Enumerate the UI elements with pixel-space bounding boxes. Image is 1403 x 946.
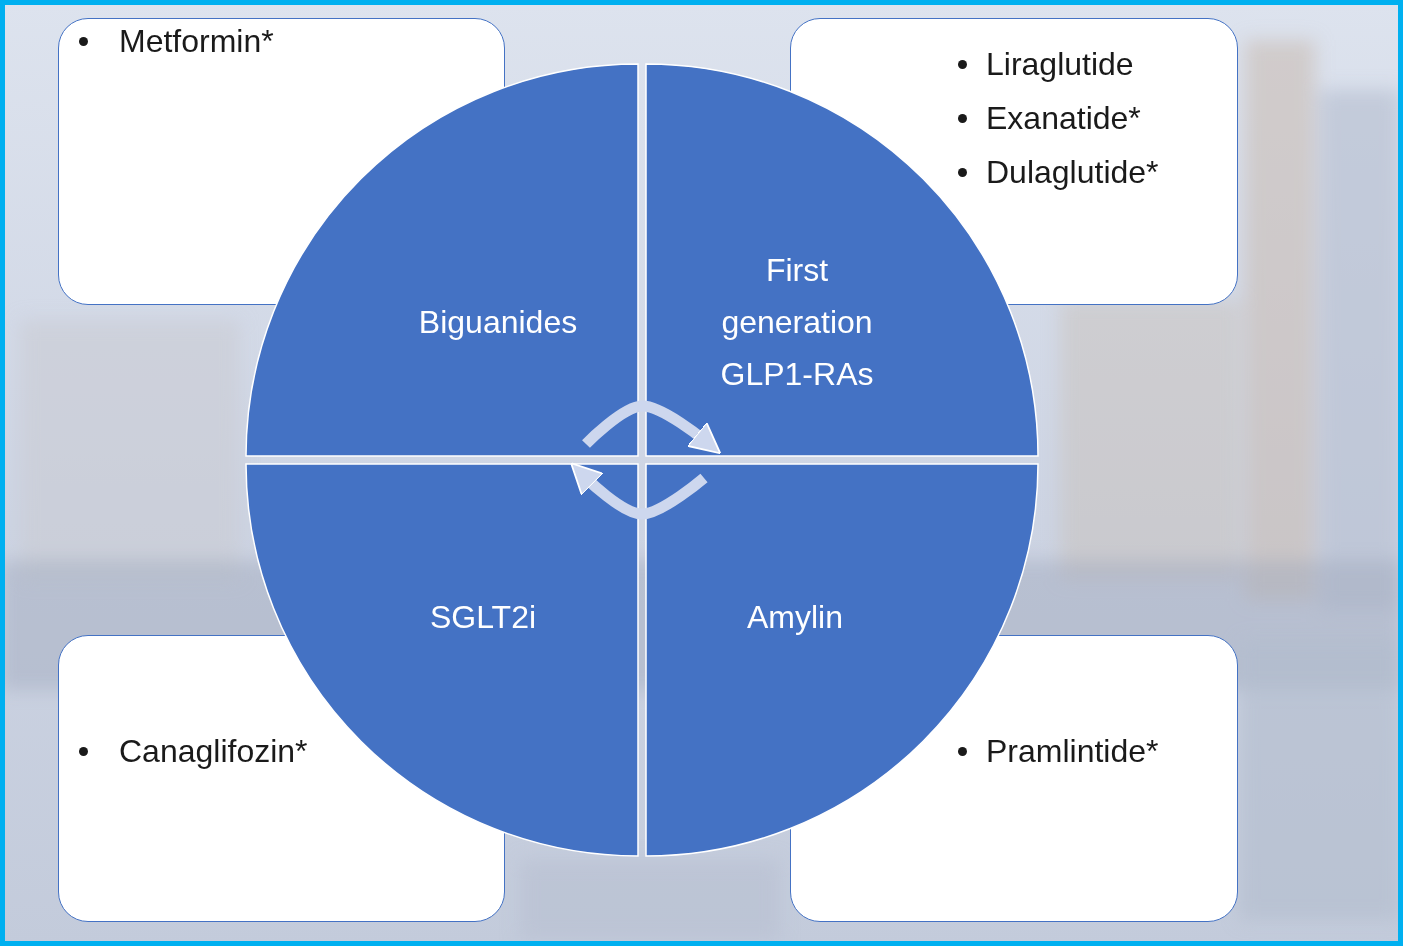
cycle-arrow	[586, 478, 704, 514]
class-name: First generation GLP1-RAs	[702, 244, 892, 400]
quadrant-label: Amylin	[685, 591, 905, 643]
quadrant-shape	[246, 464, 638, 856]
quadrant-fill	[646, 464, 1038, 856]
bullet-list: Metformin*	[119, 21, 274, 75]
bullet-item: Canaglifozin*	[119, 731, 308, 771]
class-quadrant: Biguanides	[246, 64, 638, 456]
bullet-item: Liraglutide	[986, 44, 1159, 84]
bullet-dot	[958, 168, 967, 177]
class-name: SGLT2i	[373, 591, 593, 643]
quadrant-fill	[246, 464, 638, 856]
quadrant-fill	[246, 64, 638, 456]
bullet-dot	[958, 747, 967, 756]
quadrant-label: Biguanides	[368, 296, 628, 348]
drug-name: Metformin*	[119, 23, 274, 59]
blurred-building	[1320, 90, 1400, 610]
quadrant-shape	[646, 64, 1038, 456]
blurred-building	[20, 320, 240, 580]
drug-name: Canaglifozin*	[119, 733, 308, 769]
blurred-ground	[1240, 640, 1400, 920]
drug-name: Dulaglutide*	[986, 154, 1159, 190]
bullet-list: LiraglutideExanatide* Dulaglutide*	[986, 44, 1159, 206]
quadrant-shape	[246, 64, 638, 456]
bullet-list: Canaglifozin*	[119, 731, 308, 785]
bullet-dot	[958, 114, 967, 123]
drug-name: Pramlintide*	[986, 733, 1159, 769]
bullet-item: Exanatide*	[986, 98, 1159, 138]
quadrant-shape	[646, 464, 1038, 856]
blurred-building	[1060, 300, 1240, 580]
quadrant-label: SGLT2i	[373, 591, 593, 643]
bullet-item: Dulaglutide*	[986, 152, 1159, 192]
slide-border	[3, 3, 1401, 944]
bullet-dot	[79, 747, 88, 756]
blurred-ground	[520, 860, 780, 940]
drug-name: Exanatide*	[986, 100, 1141, 136]
bullet-item: Metformin*	[119, 21, 274, 61]
class-quadrant: Amylin	[646, 464, 1038, 856]
bullet-item: Pramlintide*	[986, 731, 1159, 771]
class-quadrant: First generation GLP1-RAs	[646, 64, 1038, 456]
blurred-building	[1245, 40, 1315, 600]
class-name: Biguanides	[368, 296, 628, 348]
quadrant-label: First generation GLP1-RAs	[702, 244, 892, 400]
bullet-list: Pramlintide*	[986, 731, 1159, 785]
bullet-dot	[79, 37, 88, 46]
bullet-dot	[958, 60, 967, 69]
class-quadrant: SGLT2i	[246, 464, 638, 856]
quadrant-fill	[646, 64, 1038, 456]
class-name: Amylin	[685, 591, 905, 643]
drug-name: Liraglutide	[986, 46, 1134, 82]
cycle-arrow	[586, 406, 704, 444]
